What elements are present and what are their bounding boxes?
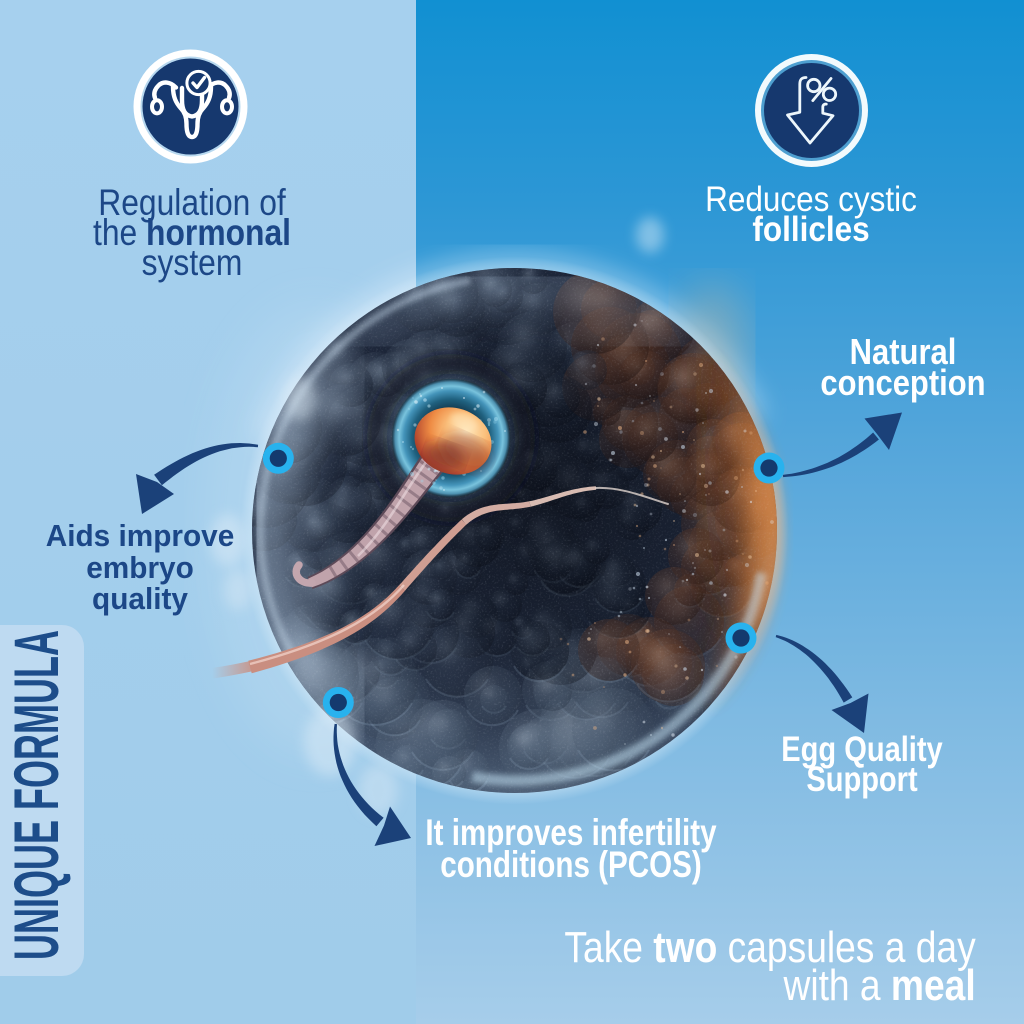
- svg-text:UNIQUE FORMULA: UNIQUE FORMULA: [2, 630, 72, 960]
